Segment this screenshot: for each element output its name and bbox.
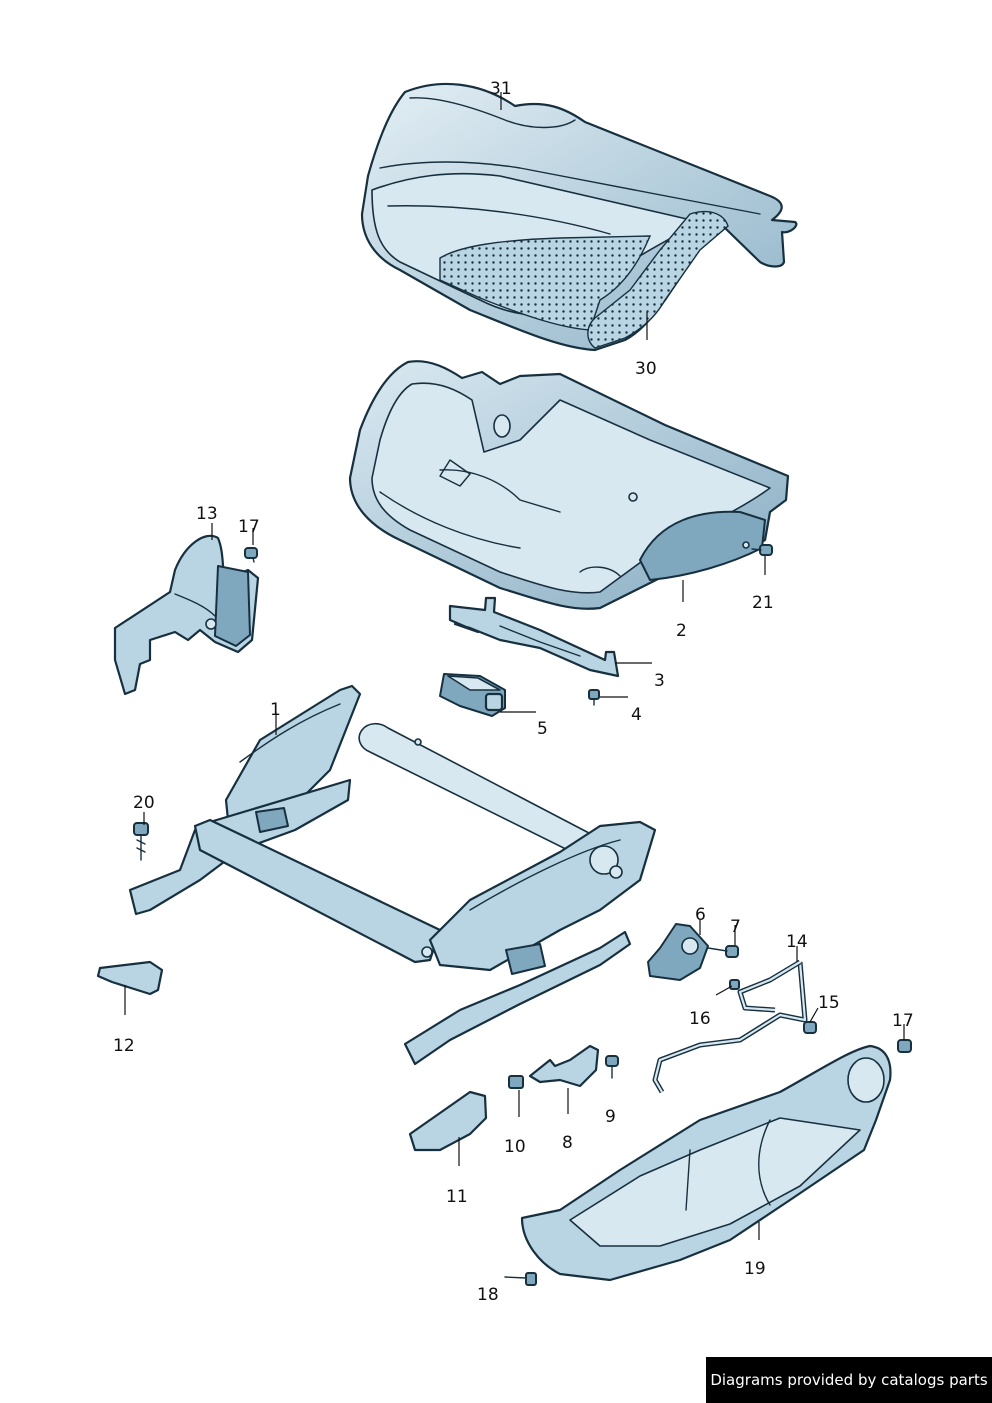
seat-pan-part — [348, 360, 790, 610]
attribution-banner: Diagrams provided by catalogs parts — [706, 1357, 992, 1403]
label-31: 31 — [490, 79, 512, 99]
screw-21-part — [751, 544, 773, 556]
label-12: 12 — [113, 1036, 135, 1056]
screw-15-part — [803, 1021, 817, 1034]
bracket-3-part — [448, 596, 620, 678]
screw-7-part — [707, 945, 739, 958]
label-9: 9 — [605, 1107, 616, 1127]
label-18: 18 — [477, 1285, 499, 1305]
screw-9-part — [605, 1055, 619, 1079]
label-17-upper: 17 — [238, 517, 260, 537]
label-17-right: 17 — [892, 1011, 914, 1031]
seat-cover-part — [360, 82, 798, 352]
screw-17-upper-part — [244, 547, 258, 563]
screw-17-right-part — [897, 1039, 912, 1053]
screw-4-part — [588, 689, 600, 706]
label-11: 11 — [446, 1187, 468, 1207]
trim-13-part — [113, 534, 260, 696]
label-5: 5 — [537, 719, 548, 739]
label-8: 8 — [562, 1133, 573, 1153]
clip-16-part — [729, 979, 740, 990]
leader-lines — [124, 92, 905, 1240]
label-14: 14 — [786, 932, 808, 952]
label-20: 20 — [133, 793, 155, 813]
label-21: 21 — [752, 593, 774, 613]
cap-12-part — [96, 960, 164, 996]
motor-6-part — [647, 923, 709, 981]
label-1: 1 — [270, 700, 281, 720]
label-6: 6 — [695, 905, 706, 925]
label-2: 2 — [676, 621, 687, 641]
part-labels: 31 30 2 21 3 4 5 1 13 17 20 12 6 7 14 15… — [113, 79, 914, 1305]
label-30: 30 — [635, 359, 657, 379]
bracket-8-part — [528, 1044, 600, 1088]
seat-frame-part — [128, 684, 657, 1066]
label-15: 15 — [818, 993, 840, 1013]
label-3: 3 — [654, 671, 665, 691]
label-7: 7 — [730, 917, 741, 937]
trim-19-part — [520, 1044, 892, 1282]
clip-10-part — [508, 1075, 524, 1089]
label-16: 16 — [689, 1009, 711, 1029]
label-19: 19 — [744, 1259, 766, 1279]
harness-14-part — [652, 959, 808, 1094]
module-5-part — [439, 673, 506, 717]
screw-20-part — [133, 822, 149, 861]
label-13: 13 — [196, 504, 218, 524]
label-10: 10 — [504, 1137, 526, 1157]
cap-11-part — [408, 1090, 488, 1152]
attribution-text: Diagrams provided by catalogs parts — [710, 1371, 988, 1389]
screw-18-part — [504, 1272, 537, 1286]
label-4: 4 — [631, 705, 642, 725]
